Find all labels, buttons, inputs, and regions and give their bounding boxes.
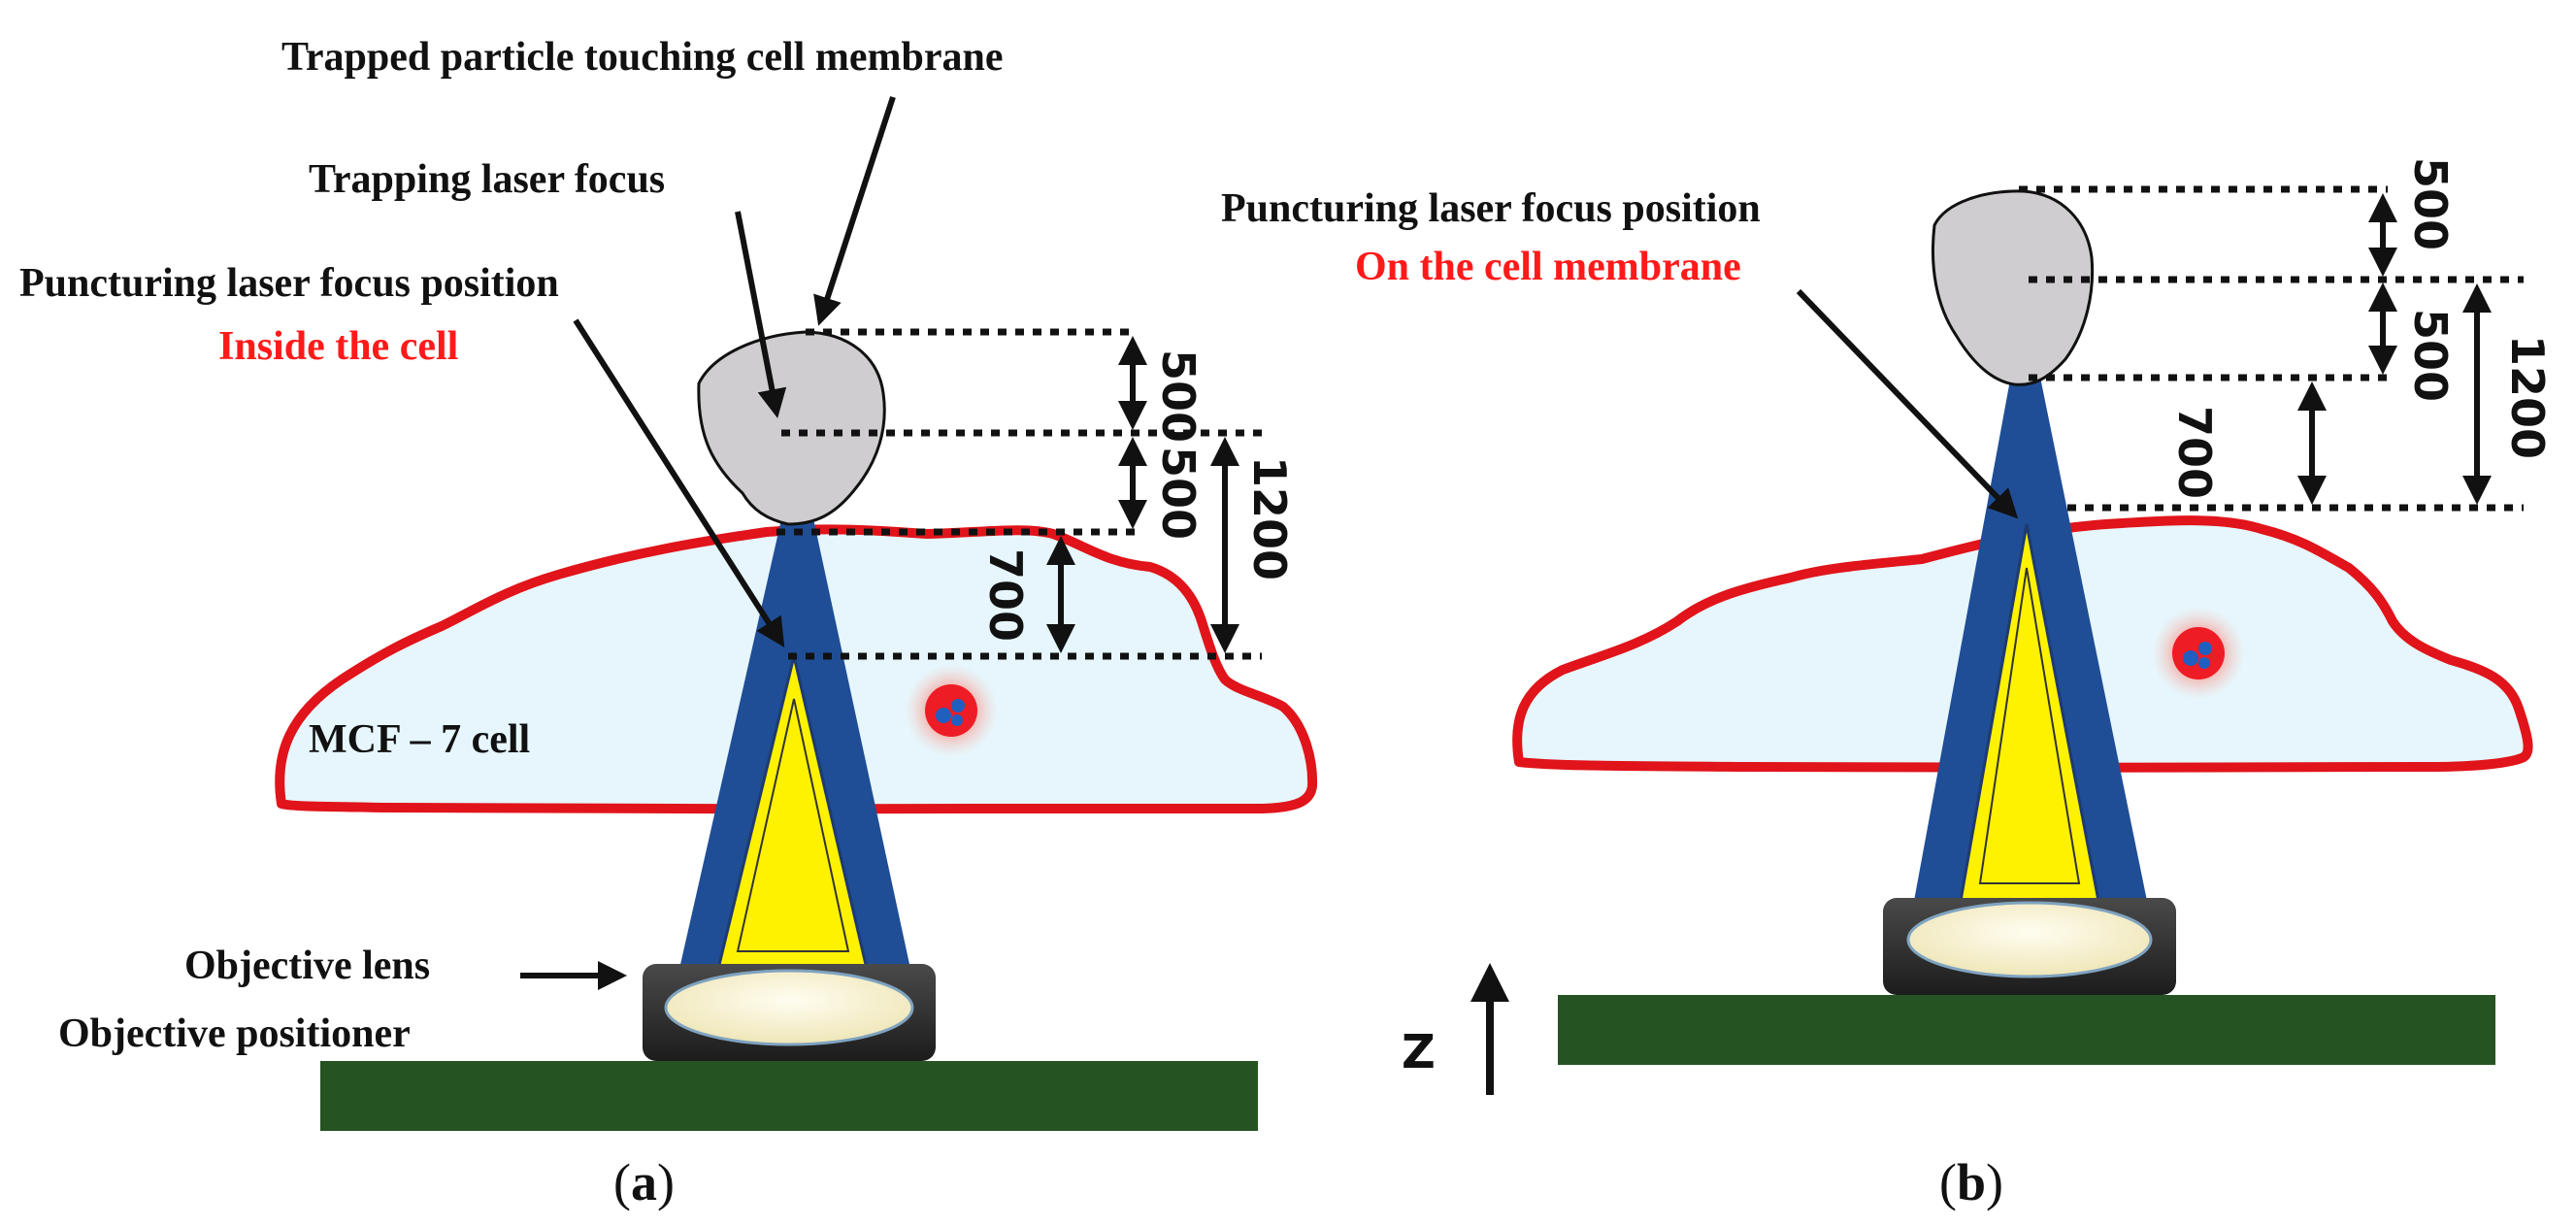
caption-a: (a) bbox=[613, 1153, 675, 1211]
trapped-particle-a bbox=[697, 330, 886, 526]
stage-b bbox=[1558, 995, 2495, 1065]
panel-b: 500 500 700 1200 Puncturing laser focus … bbox=[1221, 157, 2554, 1211]
label-puncturing-focus-a: Puncturing laser focus position bbox=[19, 261, 559, 306]
dim-label-b-700: 700 bbox=[2168, 406, 2221, 499]
trapped-particle-b bbox=[1931, 189, 2095, 386]
objective-b bbox=[1883, 898, 2176, 995]
callout-arrow-particle bbox=[813, 96, 896, 326]
dim-label-a-500-mid: 500 bbox=[1152, 447, 1205, 540]
label-trapping-focus: Trapping laser focus bbox=[309, 157, 665, 202]
dim-label-a-500-top: 500 bbox=[1152, 349, 1205, 443]
dim-label-a-1200: 1200 bbox=[1243, 456, 1296, 580]
panel-a: 500 500 700 1200 Trapped particle touchi… bbox=[19, 35, 1318, 1211]
label-objective-lens: Objective lens bbox=[184, 944, 430, 988]
dim-label-a-700: 700 bbox=[979, 548, 1032, 642]
label-inside-cell: Inside the cell bbox=[218, 324, 458, 369]
label-objective-positioner: Objective positioner bbox=[58, 1011, 411, 1056]
label-on-membrane: On the cell membrane bbox=[1355, 245, 1741, 289]
stage-a bbox=[320, 1061, 1258, 1131]
objective-a bbox=[643, 964, 936, 1061]
objective-lens-b bbox=[1906, 901, 2153, 978]
dim-label-b-500-top: 500 bbox=[2404, 157, 2457, 250]
callout-arrow-puncture-b bbox=[1796, 288, 2019, 519]
caption-b: (b) bbox=[1939, 1153, 2003, 1211]
label-trapped-particle: Trapped particle touching cell membrane bbox=[281, 35, 1003, 80]
label-cell: MCF – 7 cell bbox=[309, 717, 530, 762]
puncturing-laser-inner-a bbox=[736, 698, 850, 952]
nucleus-a bbox=[905, 664, 998, 757]
callout-arrow-puncture-a bbox=[573, 318, 785, 648]
objective-lens-a bbox=[664, 969, 914, 1046]
callout-arrow-trap-focus bbox=[735, 211, 787, 418]
dim-label-b-1200: 1200 bbox=[2501, 335, 2554, 459]
label-puncturing-focus-b: Puncturing laser focus position bbox=[1221, 186, 1761, 231]
nucleus-b bbox=[2152, 607, 2245, 700]
z-axis-label: Z bbox=[1402, 1025, 1436, 1079]
dim-label-b-500-mid: 500 bbox=[2404, 309, 2457, 402]
puncturing-laser-inner-b bbox=[1978, 567, 2081, 884]
